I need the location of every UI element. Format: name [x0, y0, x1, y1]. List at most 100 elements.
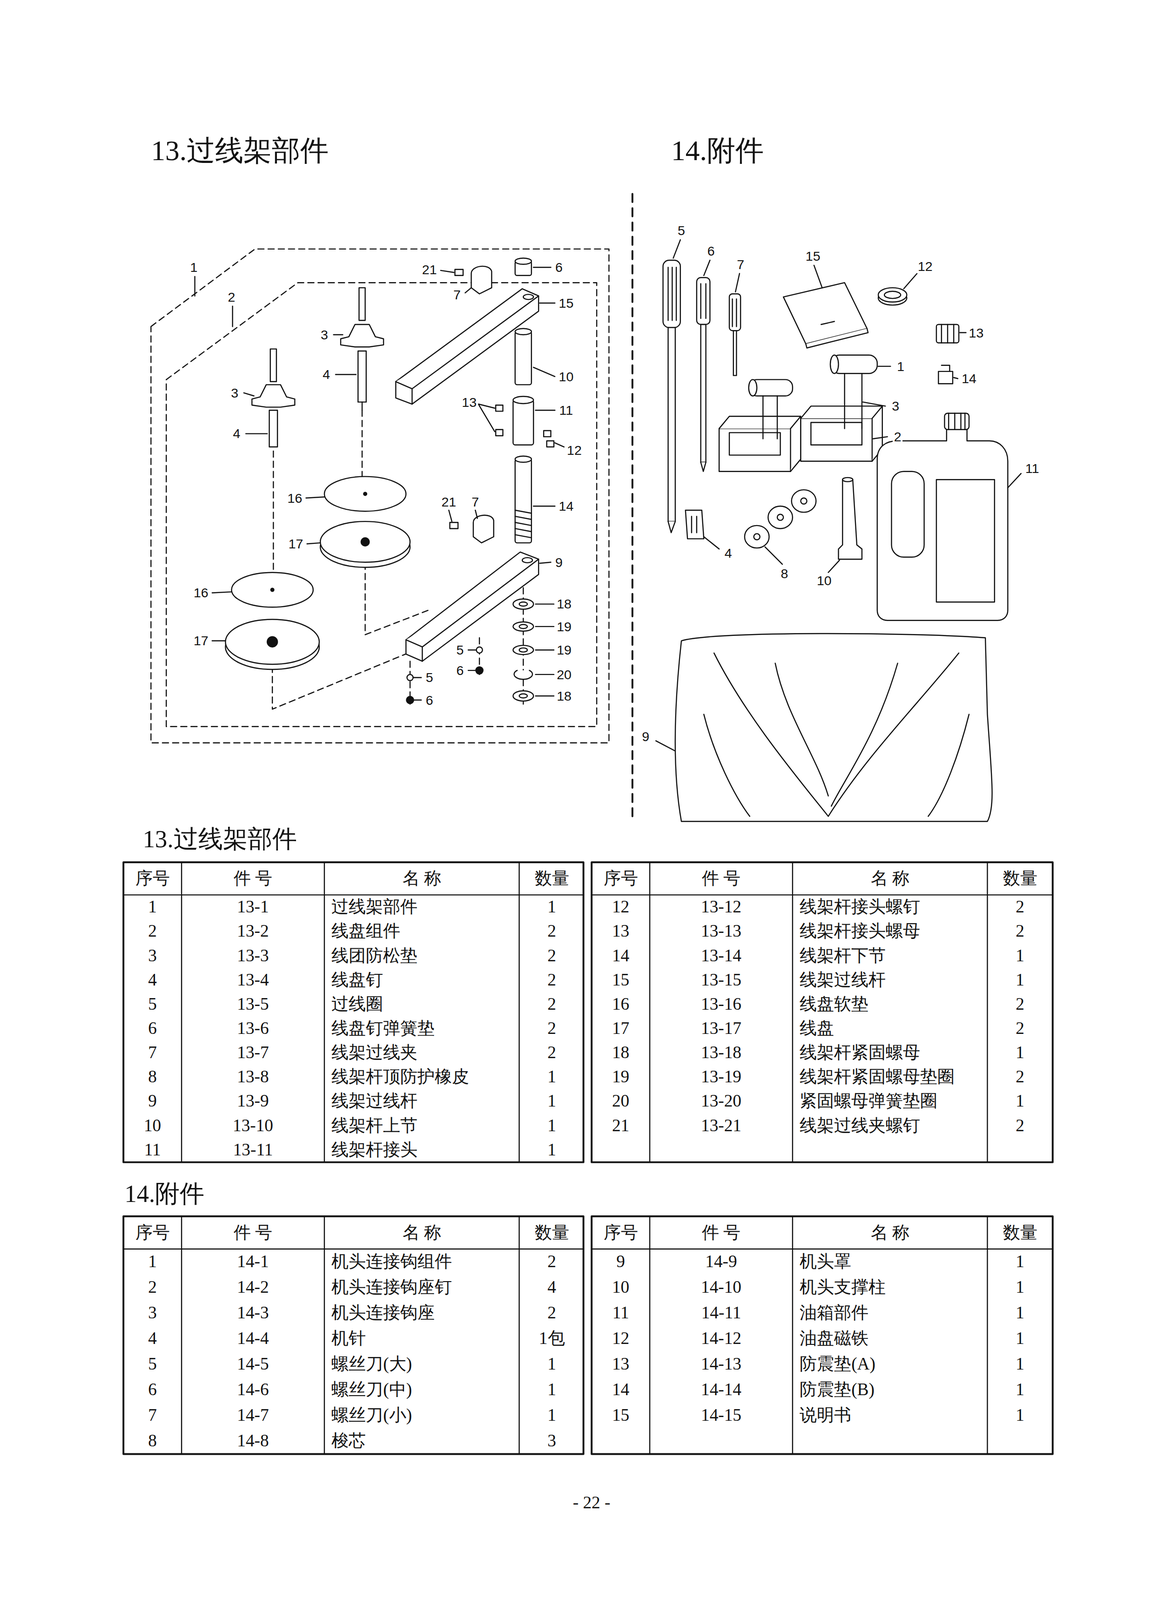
- table-cell: 16: [612, 995, 630, 1013]
- stand-pole: [515, 458, 532, 543]
- leader-lines: [953, 377, 958, 379]
- table-cell: 机头连接钩座: [331, 1303, 435, 1321]
- table-header: 序号: [135, 1223, 170, 1241]
- stand-small-parts: [512, 690, 534, 701]
- leader-lines: [195, 267, 565, 700]
- callout-number: 2: [892, 430, 903, 444]
- leader-lines: [535, 409, 556, 411]
- table-cell: 2: [1015, 1068, 1025, 1086]
- table-cell: 7: [148, 1406, 157, 1424]
- leader-lines: [554, 442, 565, 447]
- table-cell: 14: [612, 1380, 630, 1398]
- table-cell: 2: [547, 1019, 557, 1037]
- stand-pole: [515, 456, 532, 463]
- table-header: 数量: [534, 869, 570, 887]
- accessories: [744, 525, 770, 548]
- callout-number: 5: [454, 643, 465, 657]
- stand-small-parts: [450, 522, 459, 529]
- table-cell: 1: [1015, 1329, 1025, 1347]
- table-cell: 线盘钉: [331, 970, 384, 989]
- stand-small-parts: [512, 598, 534, 610]
- table-header: 序号: [603, 1223, 639, 1241]
- table-header: 序号: [135, 869, 170, 887]
- table-cell: 13-13: [700, 922, 742, 940]
- accessories: [944, 413, 970, 430]
- table-cell: 10: [143, 1116, 162, 1134]
- stand-small-parts: [519, 601, 528, 606]
- callout-number: 3: [319, 328, 330, 342]
- leader-lines: [448, 510, 452, 522]
- callout-number: 4: [321, 367, 332, 382]
- table-cell: 13-8: [236, 1068, 269, 1086]
- stand-pole: [395, 288, 539, 404]
- table-cell: 13-6: [236, 1019, 269, 1037]
- table-cell: 14-10: [700, 1278, 742, 1296]
- table-cell: 12: [612, 1329, 630, 1347]
- table-cell: 线架过线杆: [331, 1092, 418, 1110]
- callout-number: 11: [558, 403, 575, 418]
- accessories: [691, 516, 697, 533]
- callout-number: 14: [960, 371, 978, 386]
- accessories: [936, 479, 995, 602]
- table-cell: 2: [1015, 1019, 1025, 1037]
- table-cell: 1: [1015, 1380, 1025, 1398]
- table-cell: 14-7: [236, 1406, 269, 1424]
- callout-number: 6: [706, 244, 717, 258]
- leader-lines: [475, 510, 478, 519]
- accessories: [891, 471, 924, 558]
- table-cell: 10: [612, 1278, 630, 1296]
- leader-lines: [231, 306, 233, 327]
- table-cell: 线盘组件: [331, 922, 401, 940]
- leader-lines: [245, 432, 268, 434]
- table-cell: 线架过线夹螺钉: [799, 1116, 921, 1134]
- stand-small-parts: [519, 624, 528, 629]
- spool-pins: [251, 384, 295, 407]
- table-cell: 8: [148, 1431, 157, 1449]
- table-cell: 11: [612, 1303, 630, 1321]
- table-cell: 1: [1015, 1278, 1025, 1296]
- table-cell: 1: [1015, 1354, 1025, 1373]
- accessories: [729, 432, 781, 455]
- leader-lines: [468, 649, 477, 671]
- table-cell: 线架杆下节: [799, 946, 886, 964]
- spool-pins: [340, 324, 384, 347]
- accessories: [668, 267, 677, 321]
- leader-lines: [539, 562, 551, 564]
- stand-small-parts: [543, 430, 551, 437]
- table-cell: 线架过线杆: [799, 970, 886, 989]
- stand-pole: [515, 510, 532, 538]
- leader-lines: [533, 367, 555, 377]
- spool-plates: [361, 537, 370, 546]
- group-outline: [522, 577, 524, 705]
- leader-lines: [1007, 473, 1021, 488]
- leader-lines: [703, 536, 720, 549]
- stand-small-parts: [406, 266, 554, 704]
- table-cell: 1: [1015, 1043, 1025, 1061]
- table-cell: 4: [148, 970, 157, 989]
- section-heading: 14.附件: [671, 136, 764, 166]
- table-cell: 1: [547, 1354, 557, 1373]
- table-cell: 线架杆接头螺钉: [799, 897, 921, 916]
- stand-small-parts: [471, 266, 492, 294]
- table-cell: 6: [148, 1380, 157, 1398]
- table-cell: 螺丝刀(小): [331, 1406, 412, 1424]
- table-cell: 13-1: [236, 897, 269, 916]
- callout-number: 4: [231, 426, 243, 441]
- table-cell: 9: [148, 1092, 157, 1110]
- stand-small-parts: [476, 646, 483, 653]
- accessories: [800, 498, 807, 505]
- accessories: [668, 327, 676, 522]
- table-grid: [123, 861, 1053, 1454]
- table-cell: 13-14: [700, 946, 742, 964]
- stand-pole: [512, 396, 534, 404]
- accessories: [733, 330, 737, 376]
- accessories: [800, 405, 882, 461]
- stand-small-parts: [495, 429, 503, 436]
- table-header: 件 号: [233, 869, 273, 887]
- page-number: - 22 -: [572, 1494, 611, 1512]
- stand-pole: [512, 399, 534, 445]
- callout-number: 12: [916, 259, 935, 274]
- callout-number: 11: [1023, 461, 1041, 476]
- table-cell: 线架杆紧固螺母: [799, 1043, 921, 1061]
- table-header: 数量: [534, 1223, 570, 1241]
